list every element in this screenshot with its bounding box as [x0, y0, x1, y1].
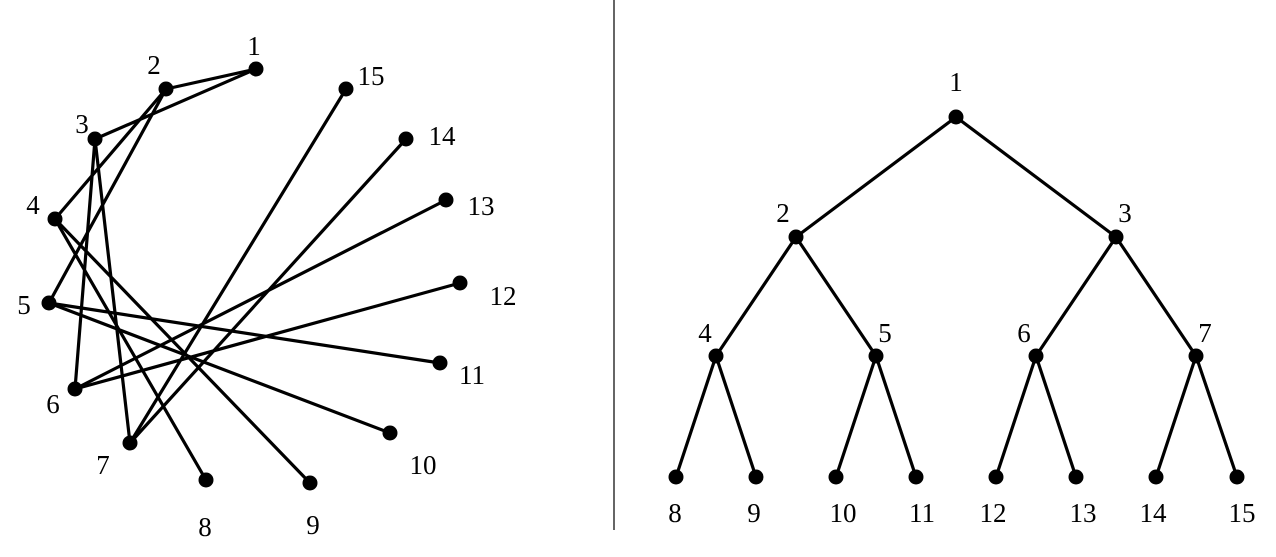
circular-node-15	[338, 81, 354, 97]
circular-node-label-8: 8	[198, 512, 212, 542]
circular-edge-1-3	[93, 67, 258, 141]
circular-edge-1-2	[164, 67, 258, 91]
tree-node-label-12: 12	[980, 498, 1007, 528]
circular-node-11	[432, 355, 448, 371]
circular-node-label-7: 7	[96, 450, 110, 480]
tree-node-label-13: 13	[1070, 498, 1097, 528]
circular-edge-7-14	[128, 137, 408, 445]
tree-edge-1-2	[794, 115, 958, 239]
tree-node-label-6: 6	[1017, 318, 1031, 348]
tree-node-label-11: 11	[909, 498, 935, 528]
tree-node-label-8: 8	[668, 498, 682, 528]
circular-edge-3-6	[73, 137, 97, 391]
tree-node-8	[668, 469, 684, 485]
tree-node-12	[988, 469, 1004, 485]
tree-edge-2-4	[714, 235, 798, 358]
tree-node-label-1: 1	[949, 67, 963, 97]
tree-node-4	[708, 348, 724, 364]
tree-node-7	[1188, 348, 1204, 364]
tree-node-14	[1148, 469, 1164, 485]
tree-node-label-2: 2	[776, 198, 790, 228]
circular-node-label-9: 9	[306, 510, 320, 540]
circular-edge-5-10	[47, 301, 392, 435]
circular-node-10	[382, 425, 398, 441]
tree-edge-6-12	[994, 354, 1038, 479]
circular-edge-3-7	[93, 137, 132, 445]
circular-node-6	[67, 381, 83, 397]
circular-edge-2-4	[53, 87, 168, 221]
circular-node-label-2: 2	[147, 50, 161, 80]
circular-edge-6-13	[73, 198, 448, 391]
circular-node-label-3: 3	[75, 109, 89, 139]
tree-node-label-7: 7	[1198, 318, 1212, 348]
tree-node-label-14: 14	[1140, 498, 1168, 528]
tree-node-label-3: 3	[1118, 198, 1132, 228]
tree-node-label-9: 9	[747, 498, 761, 528]
circular-node-label-1: 1	[247, 31, 261, 61]
tree-node-label-4: 4	[698, 318, 712, 348]
tree-edge-4-9	[714, 354, 758, 479]
tree-edge-5-11	[874, 354, 918, 479]
circular-node-1	[248, 61, 264, 77]
circular-node-label-15: 15	[358, 61, 385, 91]
circular-node-4	[47, 211, 63, 227]
circular-node-8	[198, 472, 214, 488]
circular-node-9	[302, 475, 318, 491]
tree-edge-5-10	[834, 354, 878, 479]
circular-node-5	[41, 295, 57, 311]
tree-edge-6-13	[1034, 354, 1078, 479]
tree-node-6	[1028, 348, 1044, 364]
circular-node-12	[452, 275, 468, 291]
tree-node-2	[788, 229, 804, 245]
circular-node-label-10: 10	[410, 450, 437, 480]
tree-node-5	[868, 348, 884, 364]
circular-node-label-11: 11	[459, 360, 485, 390]
circular-edge-4-8	[53, 217, 208, 482]
tree-edge-7-15	[1194, 354, 1239, 479]
circular-node-2	[158, 81, 174, 97]
circular-node-label-6: 6	[46, 389, 60, 419]
circular-edge-6-12	[73, 281, 462, 391]
tree-node-3	[1108, 229, 1124, 245]
circular-edge-4-9	[53, 217, 312, 485]
tree-node-9	[748, 469, 764, 485]
tree-node-label-10: 10	[830, 498, 857, 528]
tree-node-13	[1068, 469, 1084, 485]
circular-node-label-14: 14	[429, 121, 457, 151]
circular-node-3	[87, 131, 103, 147]
circular-node-label-12: 12	[490, 281, 517, 311]
tree-node-label-5: 5	[878, 318, 892, 348]
circular-node-14	[398, 131, 414, 147]
circular-node-label-4: 4	[26, 190, 40, 220]
tree-edge-1-3	[954, 115, 1118, 239]
tree-node-1	[948, 109, 964, 125]
circular-node-label-13: 13	[468, 191, 495, 221]
tree-edge-7-14	[1154, 354, 1198, 479]
tree-edge-2-5	[794, 235, 878, 358]
tree-node-11	[908, 469, 924, 485]
circular-edge-7-15	[128, 87, 348, 445]
circular-node-13	[438, 192, 454, 208]
circular-node-label-5: 5	[17, 290, 31, 320]
circular-edge-5-11	[47, 301, 442, 365]
tree-edge-3-7	[1114, 235, 1198, 358]
tree-edge-4-8	[674, 354, 718, 479]
tree-node-label-15: 15	[1229, 498, 1256, 528]
circular-edge-2-5	[47, 87, 168, 305]
tree-edge-3-6	[1034, 235, 1118, 358]
tree-node-15	[1229, 469, 1245, 485]
tree-node-10	[828, 469, 844, 485]
circular-node-7	[122, 435, 138, 451]
